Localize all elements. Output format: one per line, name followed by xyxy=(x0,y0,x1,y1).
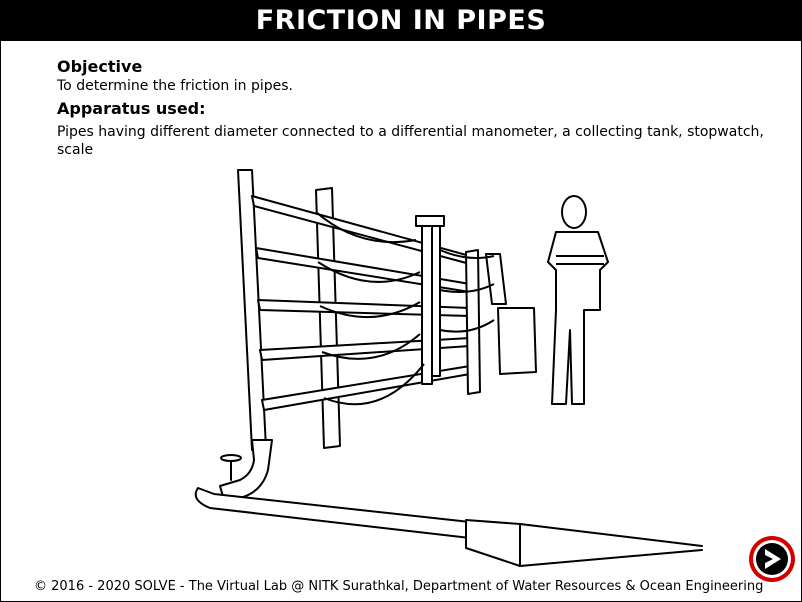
footer-credit: © 2016 - 2020 SOLVE - The Virtual Lab @ … xyxy=(34,579,764,594)
page-title: FRICTION IN PIPES xyxy=(1,1,801,41)
next-arrow-icon xyxy=(765,549,781,569)
content-area: Objective To determine the friction in p… xyxy=(57,57,777,159)
objective-text: To determine the friction in pipes. xyxy=(57,78,293,94)
apparatus-text: Pipes having different diameter connecte… xyxy=(57,124,764,158)
next-button[interactable] xyxy=(749,536,795,582)
objective-heading: Objective xyxy=(57,57,143,76)
next-button-core xyxy=(756,543,788,575)
next-button-ring xyxy=(753,540,791,578)
apparatus-heading: Apparatus used: xyxy=(57,99,206,118)
